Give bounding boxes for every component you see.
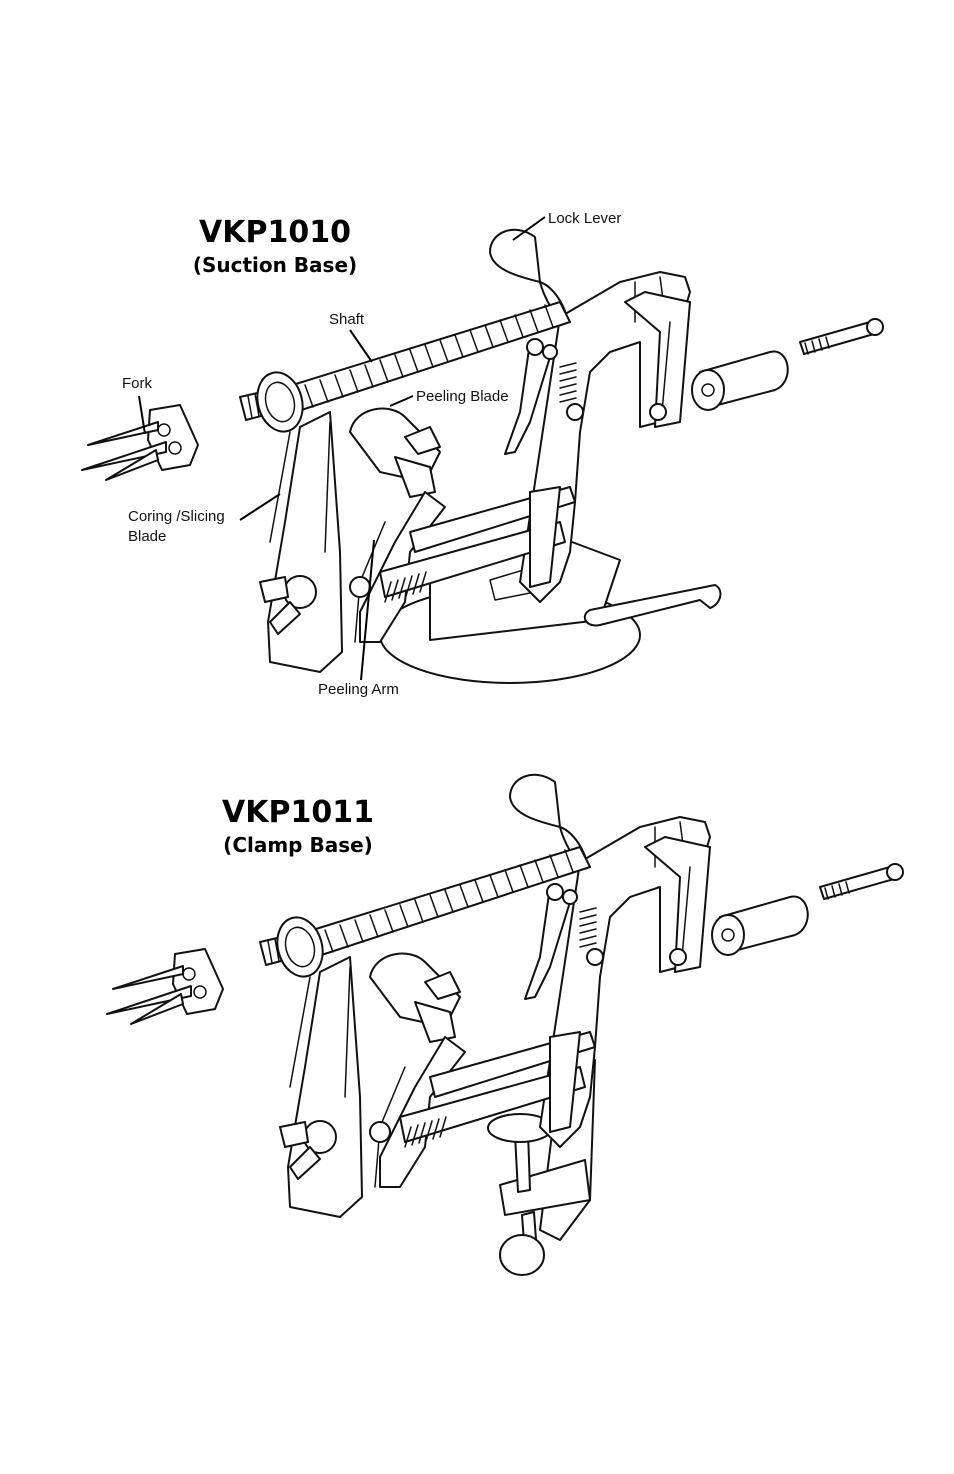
- fork-1: [82, 405, 198, 480]
- label-peeling-arm: Peeling Arm: [318, 681, 399, 698]
- label-coring-line1: Coring /Slicing: [128, 508, 225, 525]
- label-peeling-blade: Peeling Blade: [416, 388, 509, 405]
- label-shaft: Shaft: [329, 311, 365, 328]
- fork-2: [107, 949, 223, 1024]
- label-coring-line2: Blade: [128, 528, 166, 545]
- model-title-1: VKP1010: [199, 215, 351, 250]
- model-title-2: VKP1011: [222, 795, 374, 830]
- label-lock-lever: Lock Lever: [548, 210, 621, 227]
- label-fork: Fork: [122, 375, 153, 392]
- base-subtitle-2: (Clamp Base): [223, 833, 373, 857]
- diagram-vkp1010: VKP1010 (Suction Base) Lock Lever Shaft …: [82, 210, 883, 698]
- base-subtitle-1: (Suction Base): [193, 253, 357, 277]
- diagram-vkp1011: VKP1011 (Clamp Base): [107, 775, 903, 1275]
